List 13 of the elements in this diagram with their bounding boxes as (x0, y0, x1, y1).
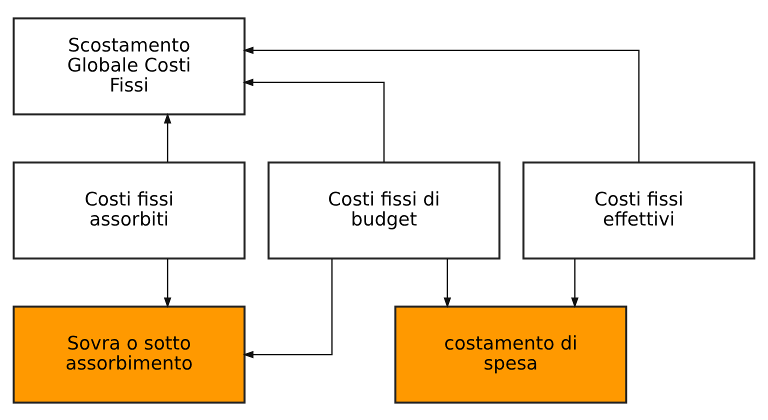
arrow (242, 258, 333, 358)
arrow (571, 258, 579, 308)
arrow (164, 258, 172, 308)
node-box: Costi fissi di budget (268, 160, 500, 260)
node-box: Sovra o sotto assorbimento (12, 305, 246, 404)
arrow (444, 258, 452, 308)
node-box: costamento di spesa (394, 305, 628, 404)
node-box: Costi fissi effettivi (522, 160, 756, 260)
node-box: Costi fissi assorbiti (12, 160, 246, 260)
arrow (164, 112, 172, 162)
node-box: Scostamento Globale Costi Fissi (12, 16, 246, 115)
arrow (242, 78, 385, 162)
arrow (242, 46, 640, 162)
